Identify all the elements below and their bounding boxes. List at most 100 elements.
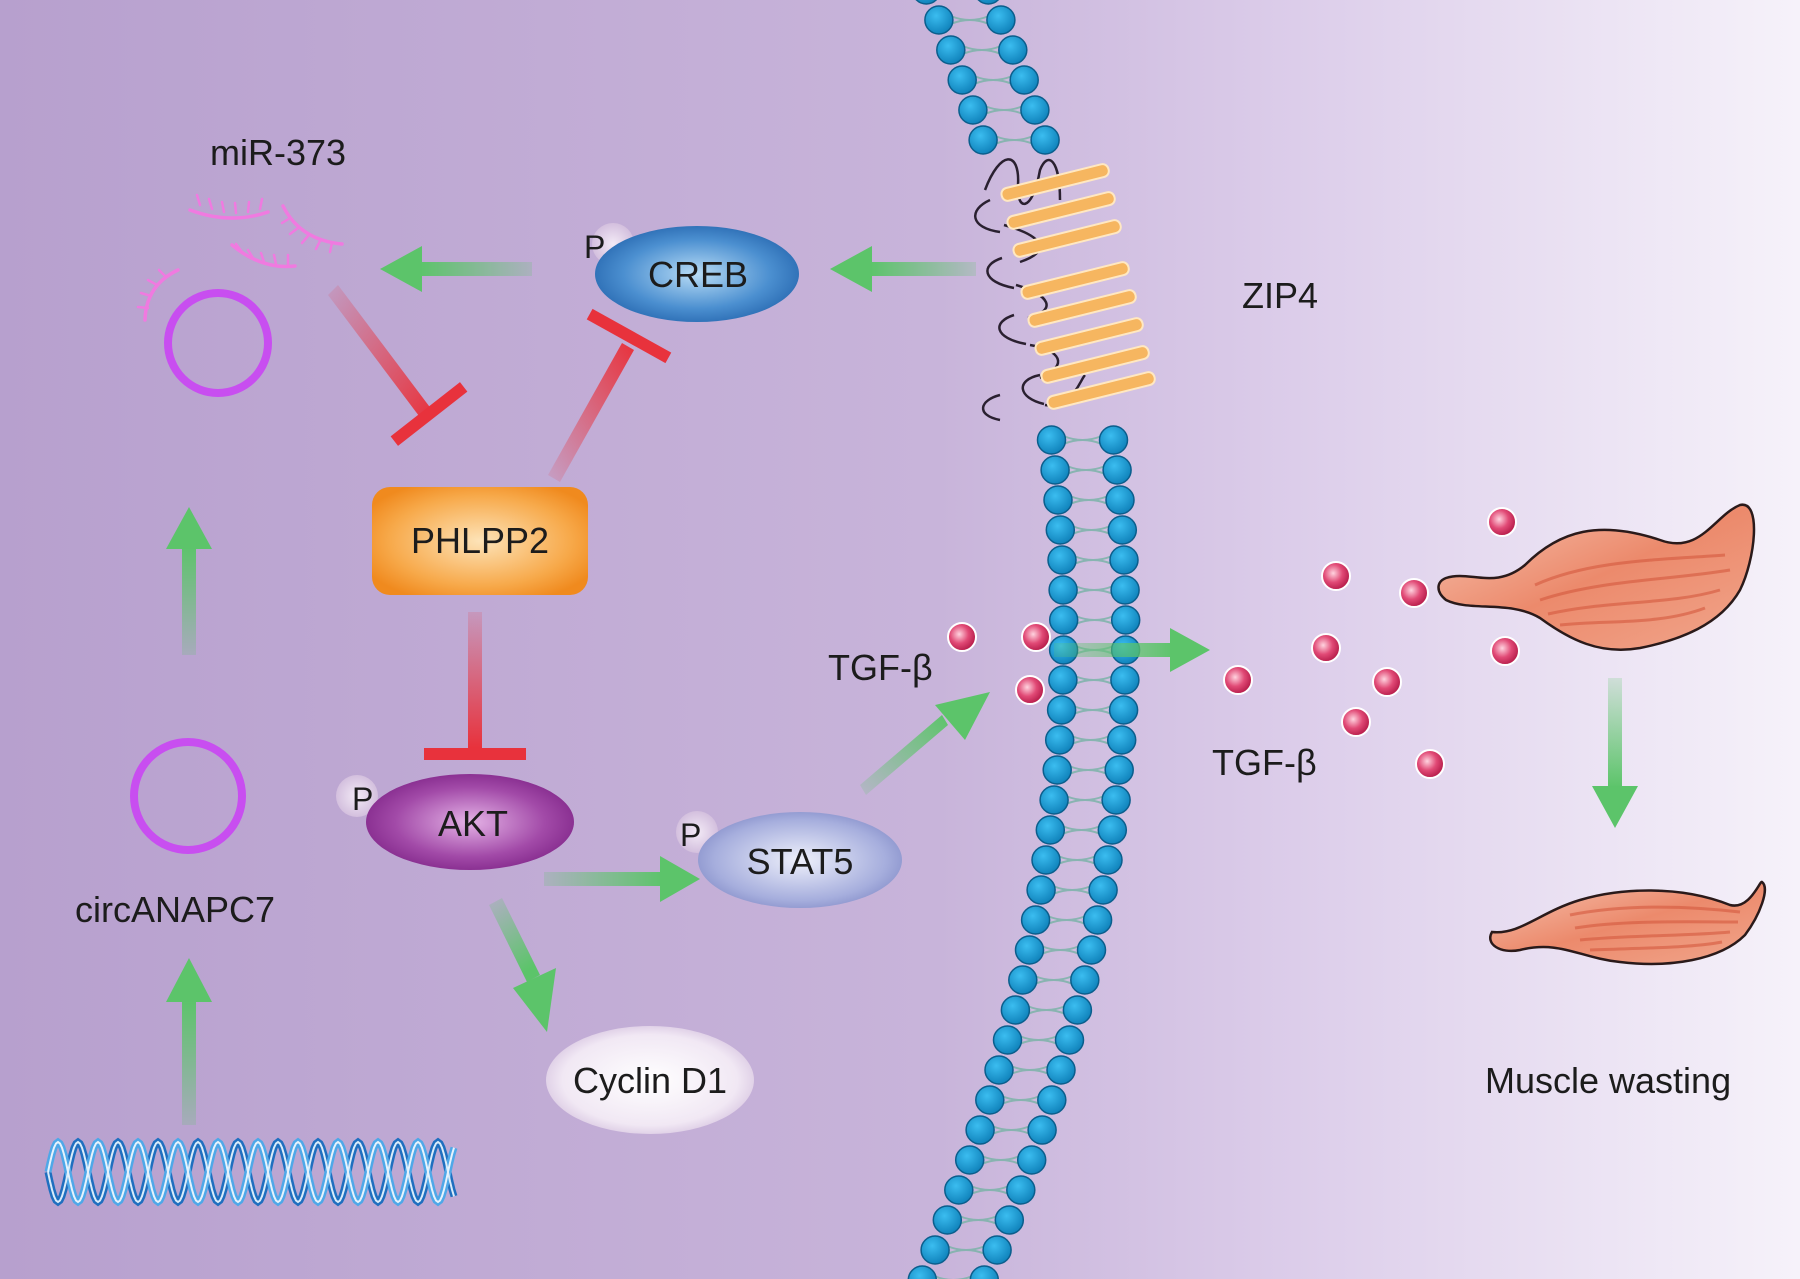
membrane-bead <box>1107 515 1138 545</box>
arrow-akt-to-cyclin <box>489 898 556 1032</box>
membrane-bead <box>936 35 966 65</box>
membrane-bead <box>1054 1025 1085 1055</box>
cyclin-label: Cyclin D1 <box>573 1060 727 1101</box>
zip4-transporter-icon <box>974 158 1156 422</box>
p-label: P <box>584 229 605 265</box>
tgf-particle-icon <box>1321 561 1351 591</box>
membrane-bead <box>968 125 998 155</box>
membrane-bead <box>1088 875 1118 905</box>
muscle-fiber-icon <box>1489 880 1767 966</box>
circ-label: circANAPC7 <box>75 889 275 930</box>
stat5-label: STAT5 <box>747 841 854 882</box>
zip4-label: ZIP4 <box>1242 275 1318 316</box>
membrane-bead <box>1030 125 1060 155</box>
membrane-bead <box>1020 95 1050 125</box>
mirna-strand-icon <box>136 193 344 322</box>
membrane-bead <box>994 1205 1025 1235</box>
membrane-bead <box>1110 605 1141 635</box>
membrane-bead <box>1070 965 1100 995</box>
arrow-dna-to-circ <box>166 958 212 1125</box>
arrow-stat5-to-tgf <box>860 692 990 795</box>
activation-arrows <box>166 246 1638 1125</box>
membrane-bead <box>1076 935 1107 965</box>
membrane-bead <box>932 1205 963 1235</box>
phlpp2-node: PHLPP2 <box>372 487 588 595</box>
membrane-bead <box>1106 725 1137 755</box>
membrane-bead <box>1042 755 1072 785</box>
membrane-bead <box>1016 1145 1047 1175</box>
arrow-tgf-secretion <box>1054 628 1210 672</box>
membrane-bead <box>1105 485 1135 515</box>
arrow-zip4-to-creb <box>830 246 976 292</box>
membrane-bilayer-icon <box>907 0 1141 1279</box>
membrane-bead <box>944 1175 974 1205</box>
tgf-particle-icon <box>1372 667 1402 697</box>
inhibit-phlpp2-akt <box>424 612 526 760</box>
membrane-bead <box>1108 695 1139 725</box>
membrane-bead <box>1014 935 1045 965</box>
membrane-bead <box>977 0 1000 5</box>
membrane-bead <box>965 1115 995 1145</box>
membrane-bead <box>1040 455 1070 485</box>
membrane-bead <box>1046 1055 1076 1085</box>
inhibit-mir-phlpp2 <box>328 285 468 446</box>
muscle-wasting-label: Muscle wasting <box>1485 1060 1731 1101</box>
membrane-bead <box>1036 425 1067 455</box>
membrane-bead <box>1097 815 1128 845</box>
membrane-bead <box>1082 905 1113 935</box>
tgf-particle-icon <box>1311 633 1341 663</box>
inhibition-lines <box>328 285 672 760</box>
membrane-bead <box>1000 995 1031 1025</box>
tgf-outside-label: TGF-β <box>1212 742 1317 783</box>
membrane-bead <box>1048 575 1078 605</box>
membrane-bead <box>986 5 1016 35</box>
tgf-particle-icon <box>1015 675 1045 705</box>
membrane-bead <box>954 1145 985 1175</box>
membrane-bead <box>1035 815 1066 845</box>
membrane-bead <box>1101 785 1131 815</box>
membrane-bead <box>1037 1085 1067 1115</box>
membrane-bead <box>1047 545 1077 575</box>
stat5-node: P STAT5 <box>676 811 902 908</box>
membrane-bead <box>1039 785 1069 815</box>
tgf-particle-icon <box>1415 749 1445 779</box>
membrane-bead <box>1048 665 1078 695</box>
membrane-bead <box>1027 1115 1057 1145</box>
membrane-bead <box>1102 455 1132 485</box>
membrane-bead <box>1009 65 1039 95</box>
tgf-particle-icon <box>1399 578 1429 608</box>
membrane-bead <box>1046 695 1077 725</box>
muscle-fiber-icon <box>1437 503 1756 651</box>
membrane-bead <box>1098 425 1129 455</box>
tgf-particle-icon <box>1021 622 1051 652</box>
membrane-bead <box>1008 965 1038 995</box>
membrane-bead <box>947 65 977 95</box>
creb-node: P CREB <box>584 223 799 322</box>
arrow-creb-to-mir <box>380 246 532 292</box>
membrane-bead <box>1109 545 1139 575</box>
membrane-bead <box>915 0 938 5</box>
tgf-particle-icon <box>1490 636 1520 666</box>
membrane-bead <box>1048 605 1079 635</box>
membrane-bead <box>1104 755 1134 785</box>
tgf-particle-icon <box>1487 507 1517 537</box>
mir-label: miR-373 <box>210 132 346 173</box>
p-label: P <box>352 781 373 817</box>
membrane-bead <box>1110 575 1140 605</box>
membrane-bead <box>1044 725 1075 755</box>
membrane-bead <box>1062 995 1093 1025</box>
membrane-bead <box>1093 845 1123 875</box>
membrane-bead <box>958 95 988 125</box>
membrane-bead <box>998 35 1028 65</box>
tgf-particle-icon <box>947 622 977 652</box>
membrane-bead <box>975 1085 1005 1115</box>
tgf-particle-icon <box>1223 665 1253 695</box>
phlpp2-label: PHLPP2 <box>411 520 549 561</box>
membrane-bead <box>984 1055 1014 1085</box>
tgf-particle-icon <box>1341 707 1371 737</box>
membrane-bead <box>1026 875 1056 905</box>
membrane-bead <box>907 1265 938 1279</box>
membrane-bead <box>1031 845 1061 875</box>
arrow-akt-to-stat5 <box>544 856 700 902</box>
